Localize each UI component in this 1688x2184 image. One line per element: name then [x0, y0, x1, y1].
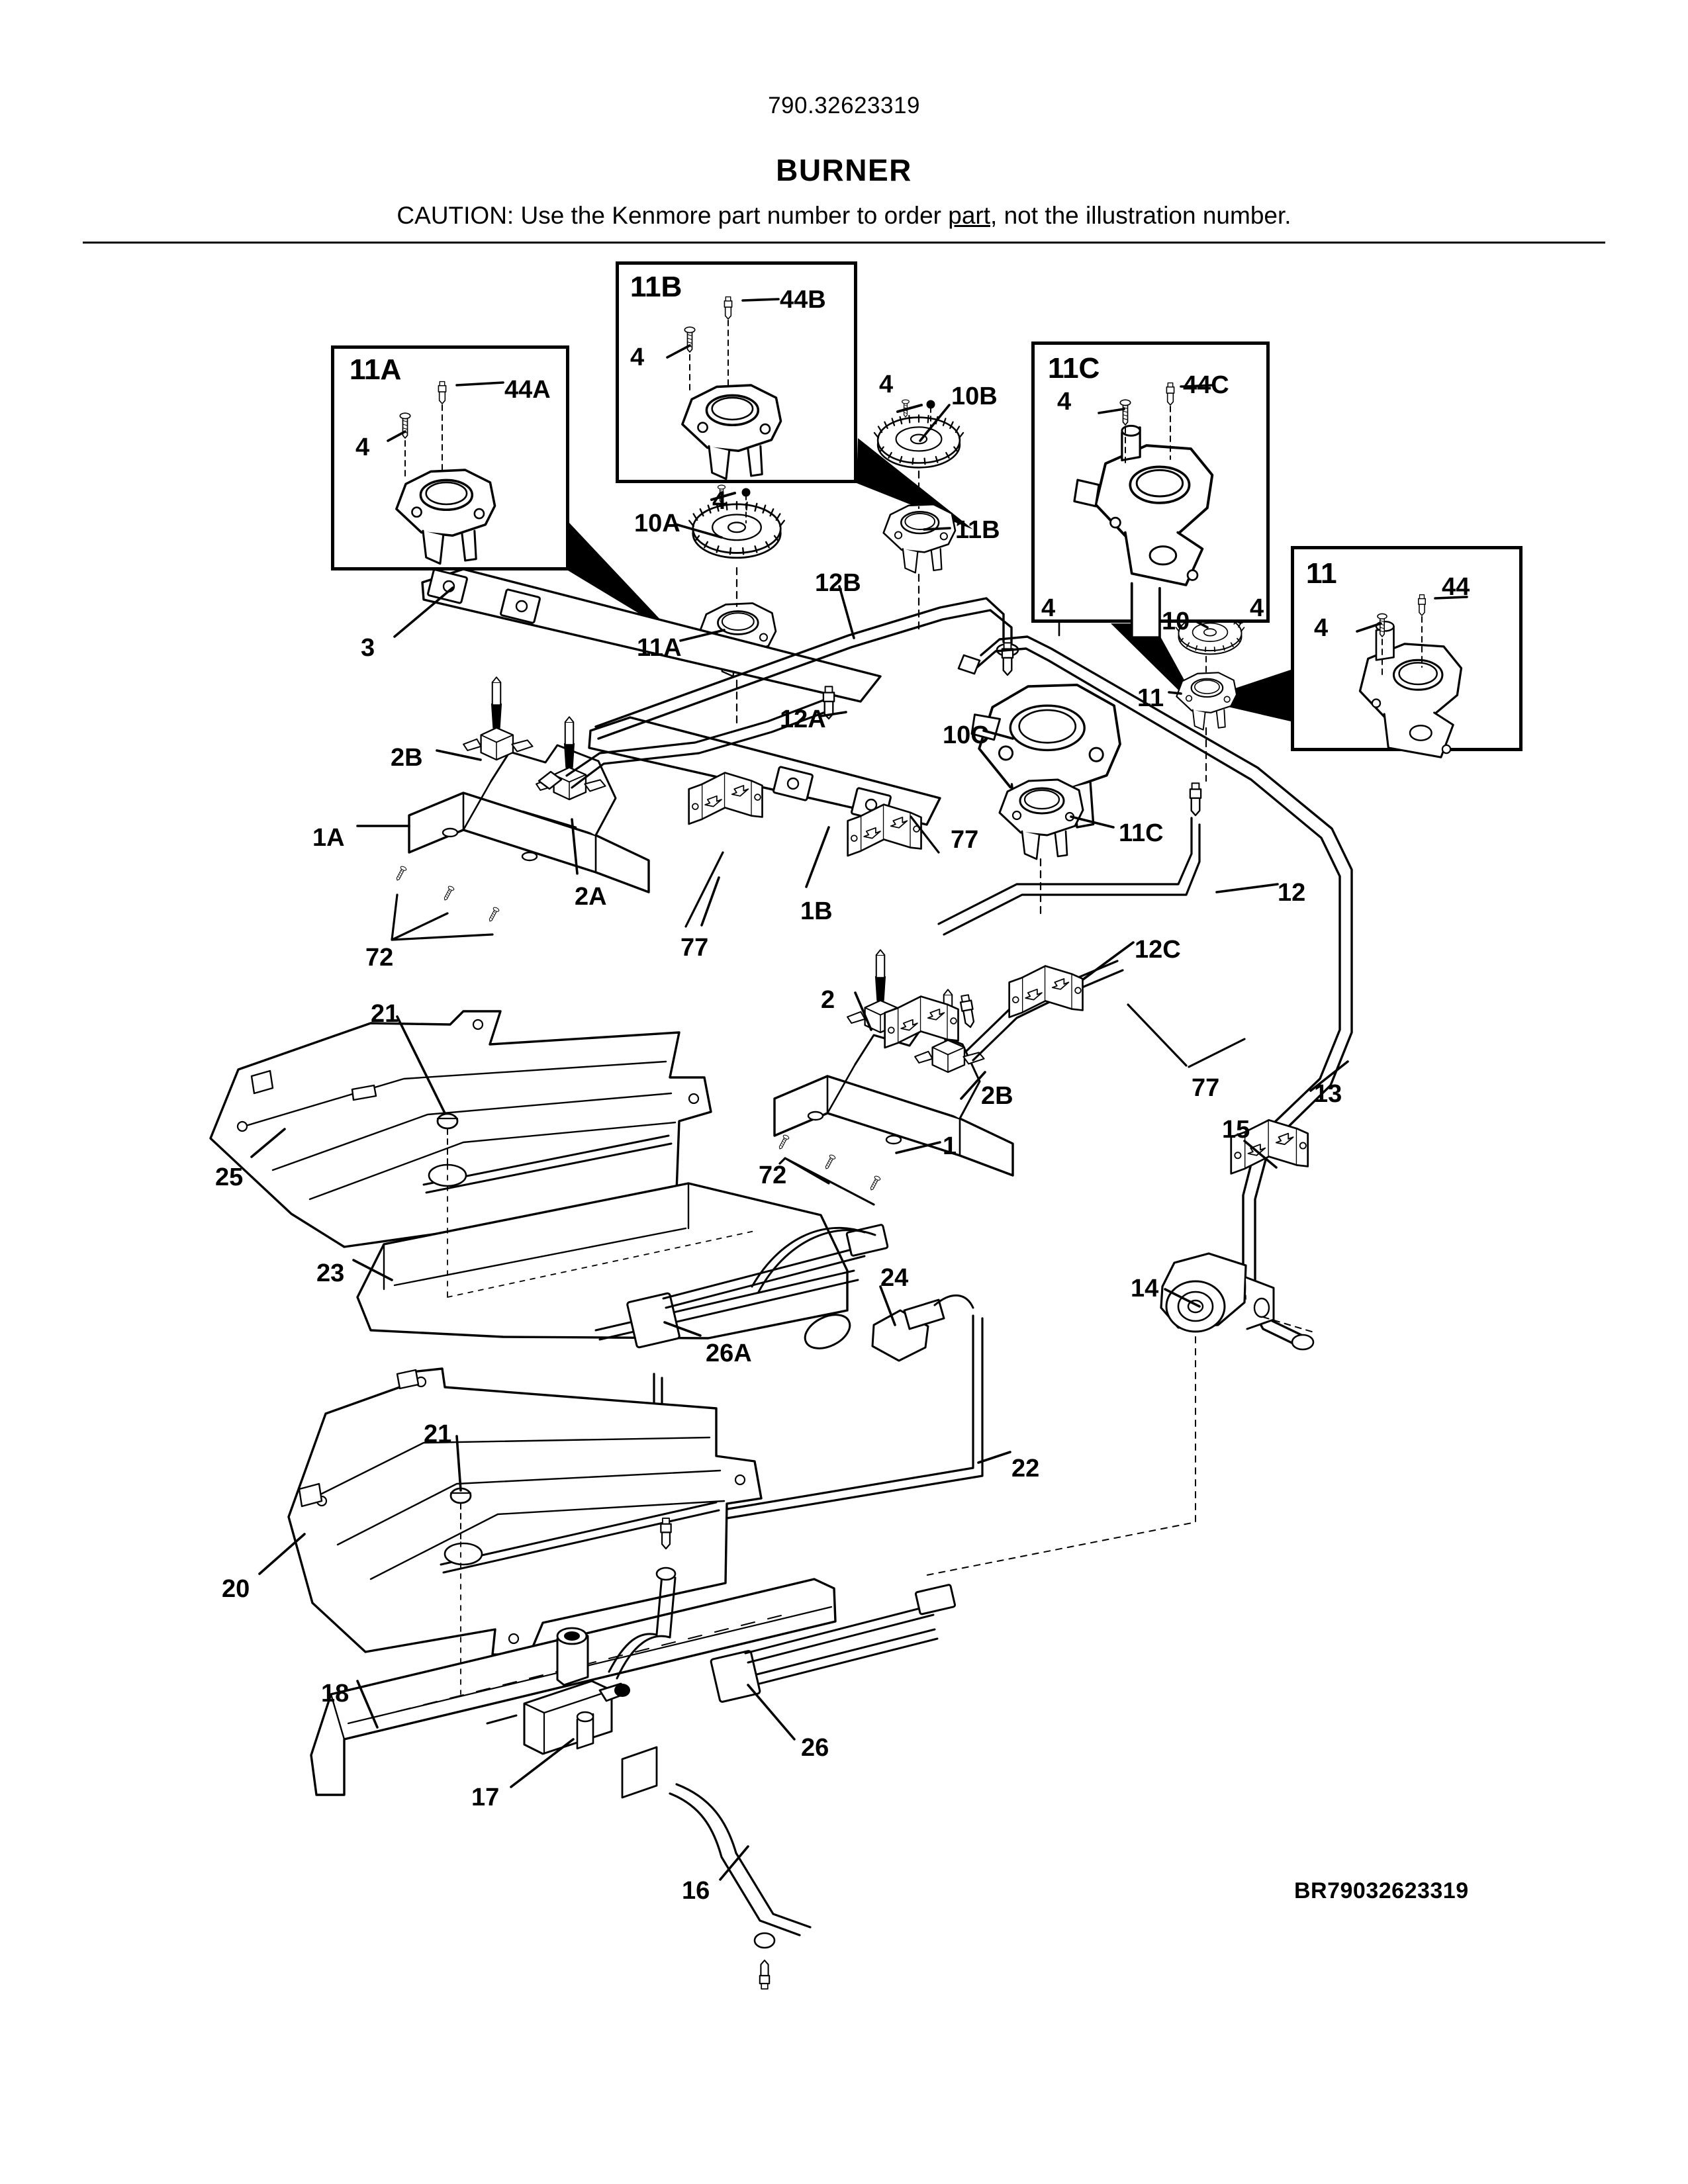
part-ref-11B: 11B	[630, 271, 682, 303]
part-ref-21: 21	[424, 1420, 452, 1448]
model-number: 790.32623319	[768, 93, 920, 118]
part-ref-25: 25	[215, 1163, 244, 1191]
page-title: BURNER	[776, 153, 912, 187]
part-ref-4: 4	[1250, 594, 1264, 622]
part-ref-4: 4	[1057, 388, 1072, 416]
footer-diagram-code: BR79032623319	[1294, 1878, 1469, 1903]
part-ref-11C: 11C	[1119, 819, 1164, 847]
part-ref-10B: 10B	[951, 383, 998, 410]
part-ref-14: 14	[1131, 1275, 1159, 1302]
callout-title-11C: 11C	[1048, 352, 1100, 385]
part-ref-15: 15	[1222, 1116, 1250, 1144]
part-ref-17: 17	[471, 1784, 500, 1811]
part-ref-11C: 11C	[1048, 352, 1100, 385]
part-ref-26A: 26A	[706, 1340, 752, 1367]
part-ref-72: 72	[365, 944, 394, 972]
part-ref-13: 13	[1314, 1080, 1342, 1108]
part-ref-1A: 1A	[312, 824, 345, 852]
part-ref-2B: 2B	[391, 744, 423, 772]
caution-text-pre: CAUTION: Use the Kenmore part number to …	[397, 202, 949, 229]
caution-text-post: , not the illustration number.	[990, 202, 1291, 229]
caution-note: CAUTION: Use the Kenmore part number to …	[0, 202, 1688, 230]
part-ref-1B: 1B	[800, 897, 833, 925]
part-ref-4: 4	[1041, 594, 1056, 622]
part-ref-20: 20	[222, 1575, 250, 1603]
part-ref-11B: 11B	[955, 516, 1000, 544]
part-ref-11A: 11A	[637, 634, 682, 662]
part-ref-2: 2	[821, 986, 835, 1014]
part-ref-10C: 10C	[943, 721, 989, 749]
callout-title-11: 11	[1306, 557, 1337, 590]
part-ref-4: 4	[630, 343, 645, 371]
part-ref-12: 12	[1278, 879, 1306, 907]
part-ref-4: 4	[1314, 614, 1329, 642]
part-ref-21: 21	[371, 1000, 399, 1028]
part-ref-2B: 2B	[981, 1082, 1013, 1110]
part-ref-44C: 44C	[1183, 371, 1229, 399]
part-ref-10: 10	[1162, 608, 1190, 635]
part-ref-3: 3	[361, 634, 375, 662]
caution-text-underlined: part	[948, 202, 991, 229]
part-ref-77: 77	[1192, 1074, 1220, 1102]
part-ref-24: 24	[880, 1264, 909, 1292]
part-ref-1: 1	[943, 1132, 957, 1160]
part-ref-12B: 12B	[815, 569, 861, 597]
callout-title-11B: 11B	[630, 271, 682, 303]
part-ref-44: 44	[1442, 573, 1470, 601]
part-ref-77: 77	[951, 826, 979, 854]
part-ref-18: 18	[321, 1680, 350, 1707]
part-ref-4: 4	[879, 371, 894, 398]
part-ref-23: 23	[316, 1259, 345, 1287]
part-ref-4: 4	[712, 487, 727, 515]
part-ref-12C: 12C	[1135, 936, 1181, 964]
part-ref-12A: 12A	[780, 705, 826, 733]
part-ref-77: 77	[680, 934, 709, 962]
part-ref-16: 16	[682, 1877, 710, 1905]
part-ref-72: 72	[759, 1161, 787, 1189]
part-ref-22: 22	[1011, 1455, 1040, 1482]
part-ref-11A: 11A	[350, 353, 402, 386]
part-ref-11: 11	[1137, 684, 1164, 712]
part-ref-44A: 44A	[504, 376, 551, 404]
part-ref-10A: 10A	[634, 510, 680, 537]
part-ref-26: 26	[801, 1734, 829, 1762]
callout-title-11A: 11A	[350, 353, 402, 386]
header-divider	[83, 242, 1605, 244]
part-ref-2A: 2A	[575, 883, 607, 911]
part-ref-44B: 44B	[780, 286, 826, 314]
part-ref-4: 4	[355, 433, 370, 461]
part-ref-11: 11	[1306, 557, 1337, 590]
